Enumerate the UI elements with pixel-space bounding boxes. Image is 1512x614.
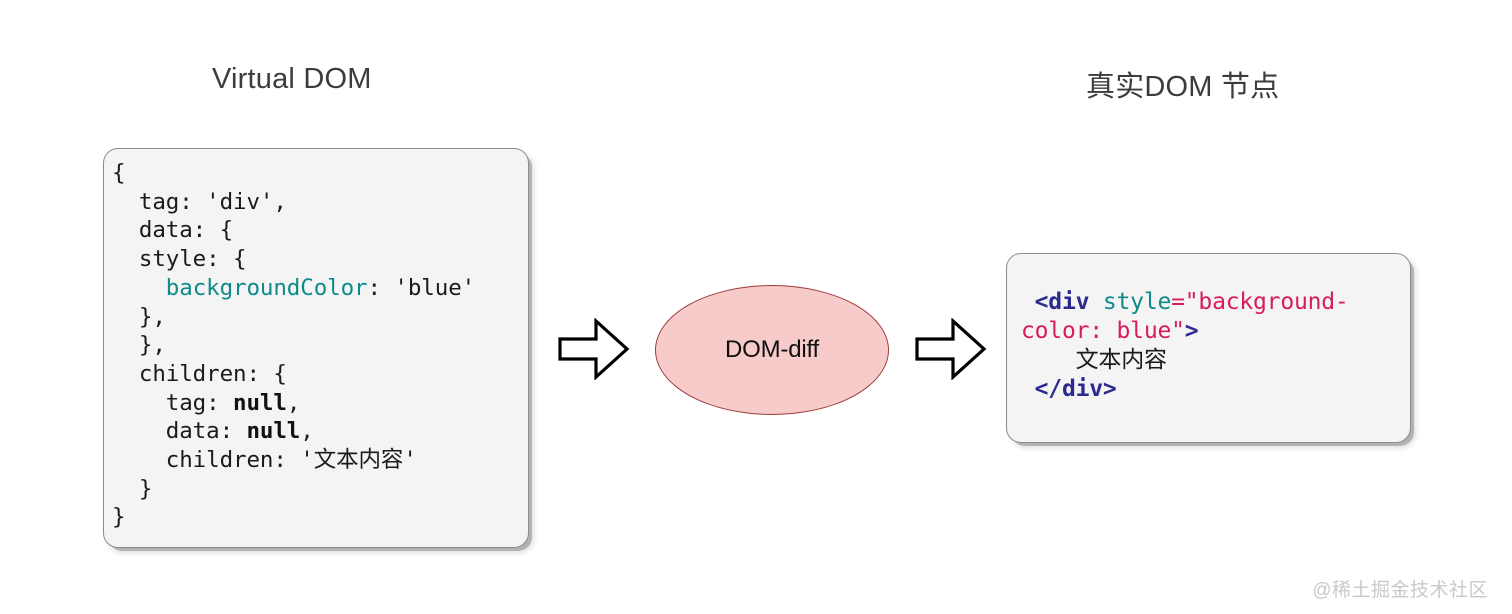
- code-token-punct: ,: [300, 418, 314, 445]
- code-token-attrval: ="background-: [1171, 289, 1349, 315]
- code-token-punct: children: {: [112, 360, 287, 387]
- code-token-punct: children:: [112, 447, 301, 474]
- code-token-string: 'div': [206, 188, 274, 215]
- code-token-punct: {: [112, 160, 126, 186]
- code-token-string: 文本内容: [313, 447, 404, 474]
- code-line: 文本内容: [1021, 346, 1410, 375]
- code-token-string: 'blue': [394, 274, 476, 301]
- code-line: backgroundColor: 'blue': [112, 274, 528, 303]
- code-token-attr: style: [1102, 289, 1172, 315]
- code-token-punct: },: [112, 332, 166, 359]
- code-line: tag: null,: [112, 389, 528, 418]
- code-token-tag: <div: [1021, 289, 1103, 315]
- code-token-punct: [112, 275, 166, 301]
- code-line: color: blue">: [1021, 317, 1410, 346]
- code-line: style: {: [112, 245, 528, 274]
- code-token-punct: ,: [273, 188, 287, 215]
- code-token-punct: ': [403, 447, 417, 474]
- code-line: </div>: [1021, 375, 1410, 404]
- dom-diff-label: DOM-diff: [725, 336, 819, 363]
- code-line: }: [112, 475, 528, 504]
- code-token-punct: tag:: [112, 188, 207, 215]
- real-dom-title: 真实DOM 节点: [1086, 71, 1280, 103]
- code-token-null: null: [233, 389, 287, 416]
- code-token-punct: tag:: [112, 389, 234, 416]
- code-line: data: {: [112, 216, 528, 245]
- code-token-punct: ': [300, 447, 314, 474]
- code-line: children: '文本内容': [112, 446, 528, 475]
- code-line: }: [112, 503, 528, 532]
- code-line: {: [112, 159, 528, 188]
- code-token-punct: }: [112, 504, 126, 531]
- code-token-punct: style: {: [112, 246, 247, 273]
- virtual-dom-title: Virtual DOM: [212, 63, 372, 95]
- code-token-punct: ,: [286, 389, 301, 416]
- code-line: tag: 'div',: [112, 188, 528, 217]
- virtual-dom-code-card: { tag: 'div', data: { style: { backgroun…: [103, 148, 529, 548]
- code-token-null: null: [246, 418, 301, 445]
- code-token-tag: >: [1184, 318, 1199, 344]
- code-line: },: [112, 303, 528, 332]
- code-token-punct: :: [367, 274, 395, 301]
- dom-diff-node: DOM-diff: [655, 285, 889, 415]
- watermark: @稀土掘金技术社区: [1312, 580, 1488, 601]
- code-token-punct: }: [112, 475, 153, 502]
- code-token-punct: },: [112, 303, 166, 330]
- code-line: data: null,: [112, 417, 528, 446]
- code-token-punct: data: {: [112, 217, 234, 244]
- code-line: },: [112, 331, 528, 360]
- code-line: <div style="background-: [1021, 288, 1410, 317]
- code-token-attrval: color: blue": [1021, 318, 1185, 344]
- arrow-domdiff-to-realdom-icon: [915, 317, 987, 385]
- code-line: children: {: [112, 360, 528, 389]
- code-token-key: backgroundColor: [165, 274, 368, 301]
- code-token-text-cn: 文本内容: [1021, 347, 1167, 373]
- code-token-punct: data:: [112, 418, 247, 445]
- arrow-vdom-to-domdiff-icon: [558, 317, 630, 385]
- code-token-tag: </div>: [1021, 376, 1117, 402]
- real-dom-code-card: <div style="background-color: blue"> 文本内…: [1006, 253, 1411, 443]
